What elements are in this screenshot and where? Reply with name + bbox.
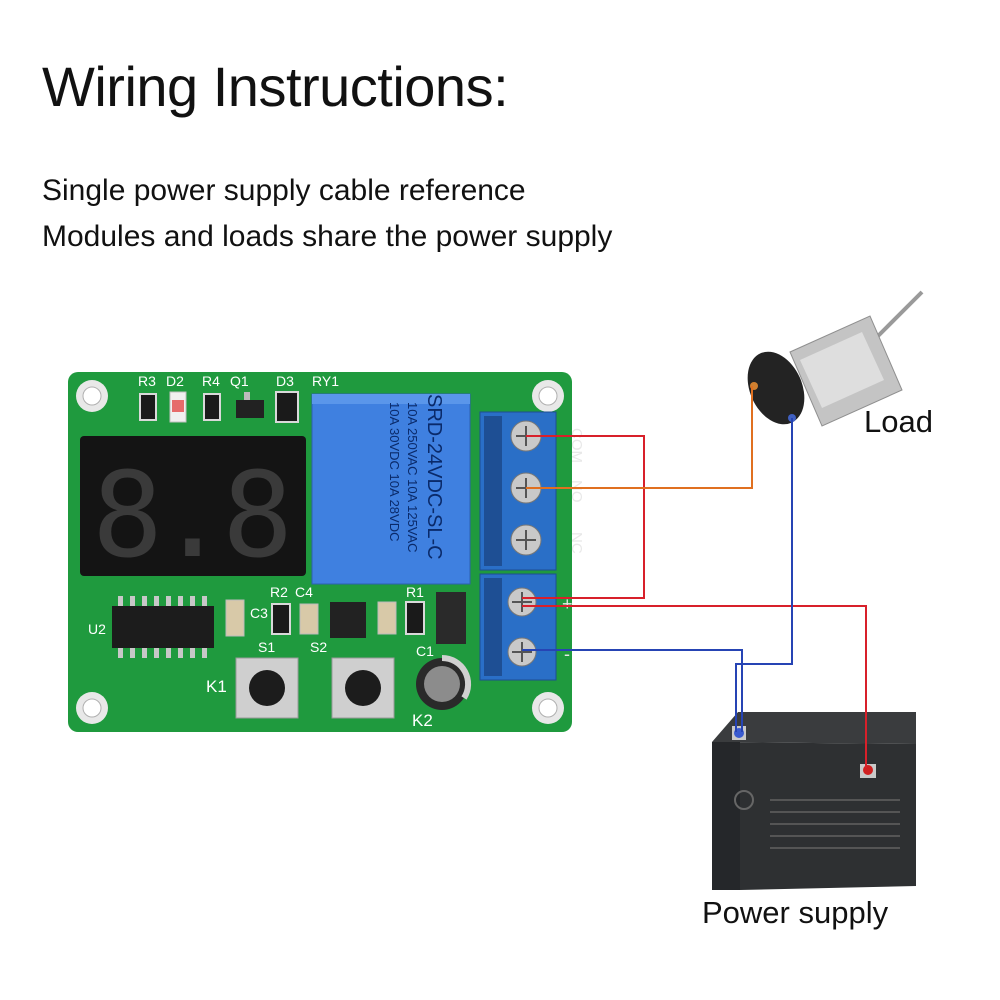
capacitor-c4 [299,603,319,635]
ic-u2 [112,596,214,658]
button-k2[interactable] [331,657,395,719]
page-title: Wiring Instructions: [42,55,509,118]
battery [712,712,916,890]
power-terminal-block [479,573,557,681]
silk-d2: D2 [166,373,184,389]
silk-s2: S2 [310,639,327,655]
button-k1[interactable] [235,657,299,719]
silk-d3: D3 [276,373,294,389]
silk-k1: K1 [206,677,227,696]
silk-ry1: RY1 [312,373,339,389]
resistor-r2 [271,603,291,635]
silk-c1: C1 [416,643,434,659]
silk-q1: Q1 [230,373,249,389]
silk-k2: K2 [412,711,433,730]
silk-c3: C3 [250,605,268,621]
power-supply-label: Power supply [702,895,889,930]
mounting-holes [76,380,564,724]
terminal-label-com: COM [568,428,585,463]
electrolytic-capacitor [416,654,472,710]
diode [436,592,466,644]
load-label: Load [864,404,933,439]
silk-r1: R1 [406,584,424,600]
silk-r2: R2 [270,584,288,600]
wire-com-to-plus [522,435,645,599]
relay-rating-2: 10A 30VDC 10A 28VDC [387,402,402,541]
regulator [330,602,366,638]
terminal-label-no: NO [568,480,585,503]
resistor-r1 [405,601,425,635]
silk-s1: S1 [258,639,275,655]
recycle-icon [734,790,754,810]
terminal-label-nc: NC [568,532,585,554]
capacitor-c2 [377,601,397,635]
silk-c4: C4 [295,584,313,600]
wire-motor-to-battery [735,418,793,732]
terminal-label-plus: + [562,594,573,614]
relay-model: SRD-24VDC-SL-C [423,394,445,560]
relay-module-board: R3 D2 R4 Q1 D3 RY1 U2 R2 C4 C3 S1 S2 C1 … [68,372,585,732]
wire-minus-to-battery [522,649,743,732]
wire-no-to-motor [526,386,753,489]
capacitor-c3 [225,599,245,637]
smd-components [139,391,299,423]
wires [522,386,867,768]
subtitle-line-1: Single power supply cable reference [42,174,526,207]
terminal-label-minus: - [564,644,570,664]
relay-rating-1: 10A 250VAC 10A 125VAC [405,402,420,553]
silk-r4: R4 [202,373,220,389]
dc-motor [747,290,924,427]
silk-r3: R3 [138,373,156,389]
relay: SRD-24VDC-SL-C 10A 250VAC 10A 125VAC 10A… [311,393,471,585]
subtitle-line-2: Modules and loads share the power supply [42,220,613,253]
silk-u2: U2 [88,621,106,637]
relay-terminal-block [479,411,557,571]
wire-plus-to-battery [522,605,867,768]
